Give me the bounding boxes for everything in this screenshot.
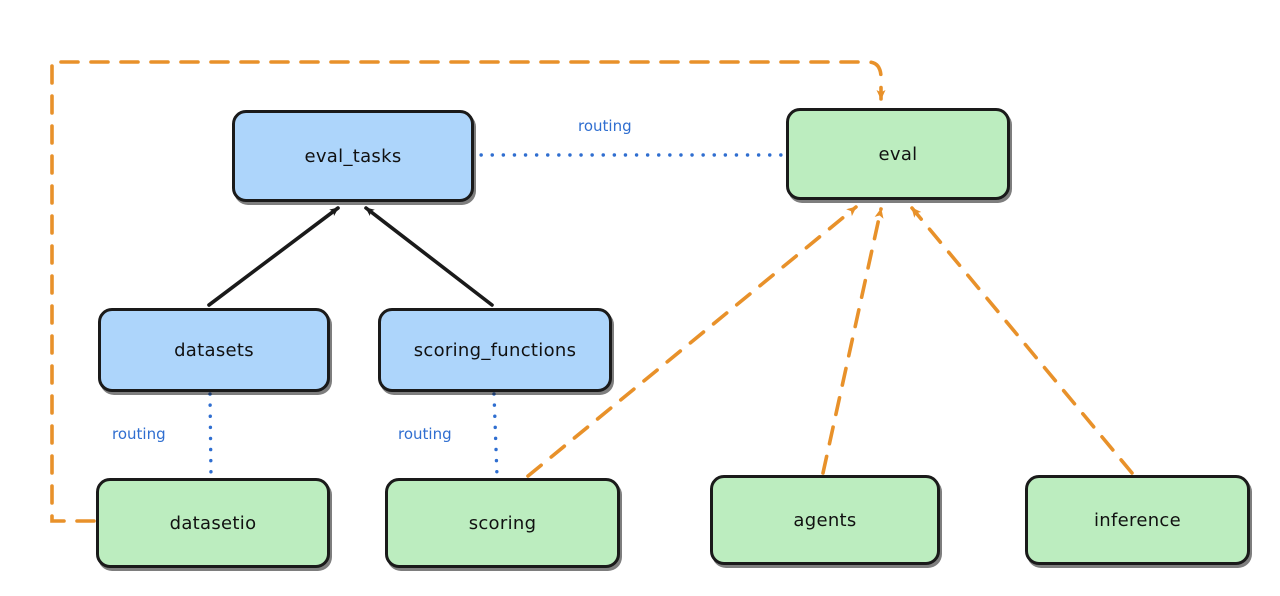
node-eval-tasks[interactable]: eval_tasks [232, 110, 474, 202]
node-label-datasets: datasets [174, 339, 254, 361]
node-agents[interactable]: agents [710, 475, 940, 565]
edge-label-routing-scoring: routing [398, 425, 452, 443]
edge-scoring-functions-to-scoring [492, 392, 499, 478]
edge-label-routing-eval-tasks: routing [578, 117, 632, 135]
node-label-scoring: scoring [468, 512, 537, 534]
node-label-scoring-functions: scoring_functions [413, 339, 577, 361]
node-eval[interactable]: eval [786, 108, 1010, 200]
edge-datasets-to-datasetio [208, 392, 213, 478]
edge-scoring-functions-to-eval-tasks [364, 206, 494, 307]
node-datasets[interactable]: datasets [98, 308, 330, 392]
node-label-datasetio: datasetio [169, 512, 257, 534]
node-label-eval-tasks: eval_tasks [304, 145, 402, 167]
edge-inference-to-eval [910, 206, 1134, 475]
edge-label-routing-datasets: routing [112, 425, 166, 443]
node-scoring-functions[interactable]: scoring_functions [378, 308, 612, 392]
node-datasetio[interactable]: datasetio [96, 478, 330, 568]
node-label-eval: eval [878, 143, 918, 165]
node-label-inference: inference [1094, 509, 1181, 531]
edge-agents-to-eval [821, 207, 884, 475]
node-inference[interactable]: inference [1025, 475, 1250, 565]
edge-datasets-to-eval-tasks [207, 206, 340, 307]
node-label-agents: agents [793, 509, 857, 531]
node-scoring[interactable]: scoring [385, 478, 620, 568]
